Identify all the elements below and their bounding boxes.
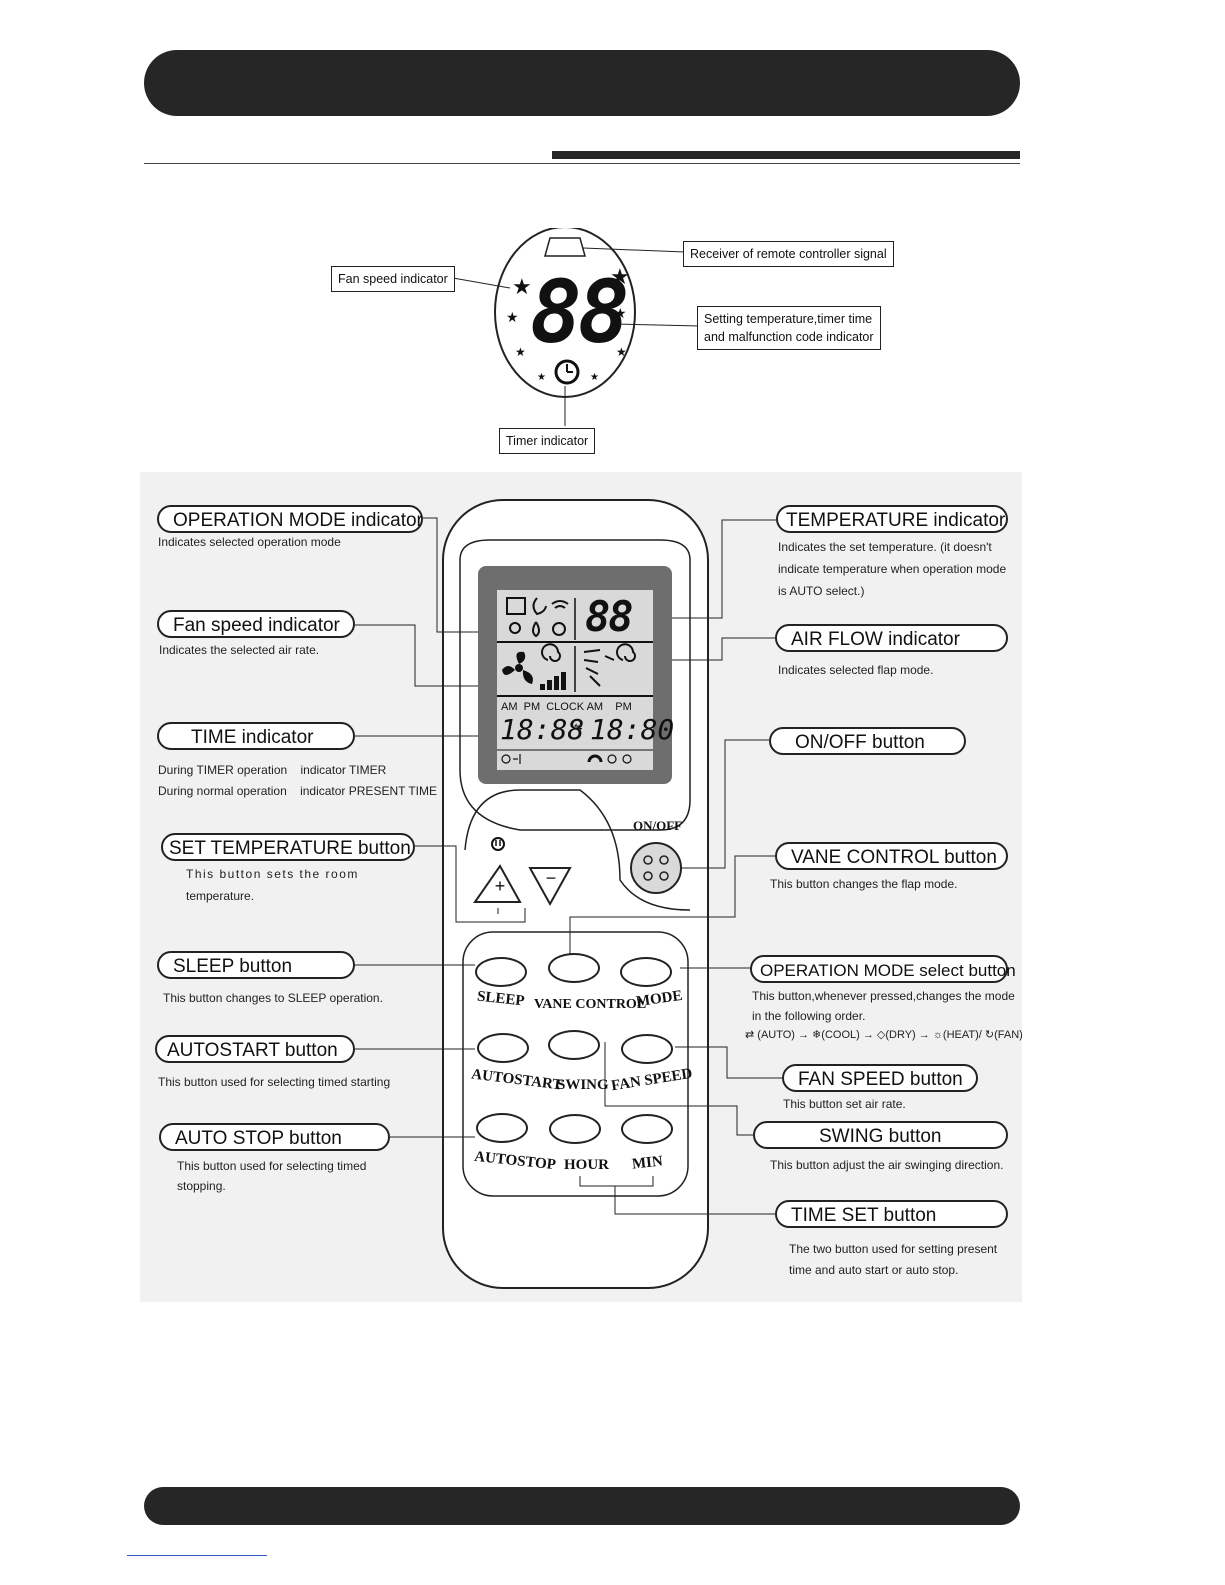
- operation-mode-select-desc-3: (AUTO) → ❄(COOL) → ◇(DRY) → ☼(HEAT)/ ↻(F…: [757, 1029, 1023, 1041]
- time-set-desc-1: The two button used for setting present: [789, 1242, 998, 1256]
- lcd-mode-icons: [506, 597, 569, 638]
- svg-text:★: ★: [610, 264, 630, 289]
- auto-stop-button-title: AUTO STOP button: [159, 1123, 390, 1151]
- hour-button[interactable]: [549, 1114, 601, 1144]
- sleep-button[interactable]: [475, 957, 527, 987]
- footer-bar: [144, 1487, 1020, 1525]
- svg-text:★: ★: [616, 345, 627, 359]
- operation-mode-select-desc-1: This button,whenever pressed,changes the…: [752, 989, 1015, 1003]
- header-bar: [144, 50, 1020, 116]
- swing-button[interactable]: [548, 1030, 600, 1060]
- operation-mode-select-desc-2: in the following order.: [752, 1009, 866, 1023]
- autostop-button[interactable]: [476, 1113, 528, 1143]
- fan-speed-indicator-desc: Indicates the selected air rate.: [159, 643, 320, 657]
- set-temperature-button-title: SET TEMPERATURE button: [161, 833, 415, 861]
- time-indicator-desc-1: During TIMER operation indicator TIMER: [158, 763, 387, 777]
- svg-text:★: ★: [614, 305, 627, 321]
- min-label: MIN: [631, 1153, 664, 1173]
- temp-down-button[interactable]: −: [545, 868, 557, 888]
- temperature-indicator-desc-3: is AUTO select.): [778, 584, 865, 598]
- sleep-button-title: SLEEP button: [157, 951, 355, 979]
- vane-control-button-desc: This button changes the flap mode.: [770, 877, 958, 891]
- operation-mode-select-title: OPERATION MODE select button: [750, 955, 1016, 983]
- lcd-fan-icon: [502, 651, 533, 684]
- header-rule-thick: [552, 151, 1020, 159]
- auto-stop-desc-2: stopping.: [177, 1179, 226, 1193]
- swing-label: SWING: [557, 1077, 609, 1093]
- fan-speed-stars: ★ ★ ★ ★ ★ ★ ★ ★: [506, 264, 630, 383]
- svg-text:★: ★: [515, 345, 526, 359]
- setting-label-line2: and malfunction code indicator: [704, 330, 874, 344]
- swing-button-desc: This button adjust the air swinging dire…: [770, 1158, 1004, 1172]
- svg-text:★: ★: [512, 274, 532, 299]
- vane-control-label: VANE CONTROL: [534, 997, 647, 1012]
- fan-speed-button-desc: This button set air rate.: [783, 1097, 906, 1111]
- lcd-temp-digits: 88: [585, 592, 634, 641]
- auto-stop-desc-1: This button used for selecting timed: [177, 1159, 367, 1173]
- sleep-button-desc: This button changes to SLEEP operation.: [163, 991, 383, 1005]
- min-button[interactable]: [621, 1114, 673, 1144]
- lcd-time-left: 18:88: [500, 713, 585, 746]
- operation-mode-order-row: ⇄ (AUTO) → ❄(COOL) → ◇(DRY) → ☼(HEAT)/ ↻…: [745, 1025, 1023, 1046]
- lcd-time-right: 18:80: [590, 713, 675, 746]
- svg-text:★: ★: [506, 309, 519, 325]
- operation-mode-indicator-desc: Indicates selected operation mode: [158, 535, 341, 549]
- temperature-indicator-desc-1: Indicates the set temperature. (it doesn…: [778, 540, 992, 554]
- fan-speed-button-title: FAN SPEED button: [782, 1064, 978, 1092]
- on-off-button-title: ON/OFF button: [769, 727, 966, 755]
- on-off-button-graphic: [630, 842, 682, 894]
- air-flow-indicator-title: AIR FLOW indicator: [775, 624, 1008, 652]
- fan-speed-button[interactable]: [621, 1034, 673, 1064]
- fan-speed-indicator-label: Fan speed indicator: [331, 266, 455, 292]
- on-off-button[interactable]: [631, 843, 681, 893]
- autostart-button[interactable]: [477, 1033, 529, 1063]
- display-digits: 88: [530, 263, 630, 363]
- set-temperature-desc-2: temperature.: [186, 889, 255, 903]
- receiver-label: Receiver of remote controller signal: [683, 241, 894, 267]
- time-set-button-title: TIME SET button: [775, 1200, 1008, 1228]
- time-set-desc-2: time and auto start or auto stop.: [789, 1263, 959, 1277]
- hour-label: HOUR: [564, 1157, 609, 1173]
- temperature-indicator-desc-2: indicate temperature when operation mode: [778, 562, 1007, 576]
- auto-mode-icon: ⇄: [745, 1029, 755, 1041]
- header-rule: [144, 163, 1020, 164]
- vane-control-button[interactable]: [548, 953, 600, 983]
- autostart-button-title: AUTOSTART button: [155, 1035, 355, 1063]
- timer-clock-icon: [554, 359, 580, 385]
- temp-button-icons: [473, 837, 572, 907]
- lcd-status-icons: [501, 754, 632, 764]
- temperature-indicator-title: TEMPERATURE indicator: [776, 505, 1008, 533]
- time-indicator-title: TIME indicator: [157, 722, 355, 750]
- mode-button[interactable]: [620, 957, 672, 987]
- lcd-swirl-icons: [541, 643, 636, 662]
- timer-indicator-label: Timer indicator: [499, 428, 596, 454]
- footer-link-line: [127, 1555, 267, 1556]
- svg-text:★: ★: [590, 372, 599, 383]
- set-temperature-desc-1: This button sets the room: [186, 867, 359, 881]
- time-indicator-desc-2: During normal operation indicator PRESEN…: [158, 784, 438, 798]
- swing-button-title: SWING button: [753, 1121, 1008, 1149]
- temp-up-button[interactable]: +: [494, 876, 506, 896]
- fan-speed-indicator-title: Fan speed indicator: [157, 610, 355, 638]
- on-off-text: ON/OFF: [633, 818, 683, 833]
- lcd-time-header: AM PM CLOCK AM PM: [501, 701, 632, 713]
- lcd-airflow-icon: [583, 649, 615, 687]
- indoor-display-diagram: ★ ★ ★ ★ ★ ★ ★ ★: [452, 228, 701, 426]
- svg-text:★: ★: [537, 372, 546, 383]
- autostart-button-desc: This button used for selecting timed sta…: [158, 1075, 391, 1089]
- setting-label-line1: Setting temperature,timer time: [704, 312, 873, 326]
- air-flow-indicator-desc: Indicates selected flap mode.: [778, 663, 934, 677]
- setting-temperature-label: Setting temperature,timer time and malfu…: [697, 306, 881, 350]
- lcd-fan-bars: [540, 672, 566, 690]
- receiver-window: [544, 237, 586, 257]
- operation-mode-indicator-title: OPERATION MODE indicator: [157, 505, 423, 533]
- lcd-transfer-arrow: ⇋: [574, 719, 583, 735]
- vane-control-button-title: VANE CONTROL button: [775, 842, 1008, 870]
